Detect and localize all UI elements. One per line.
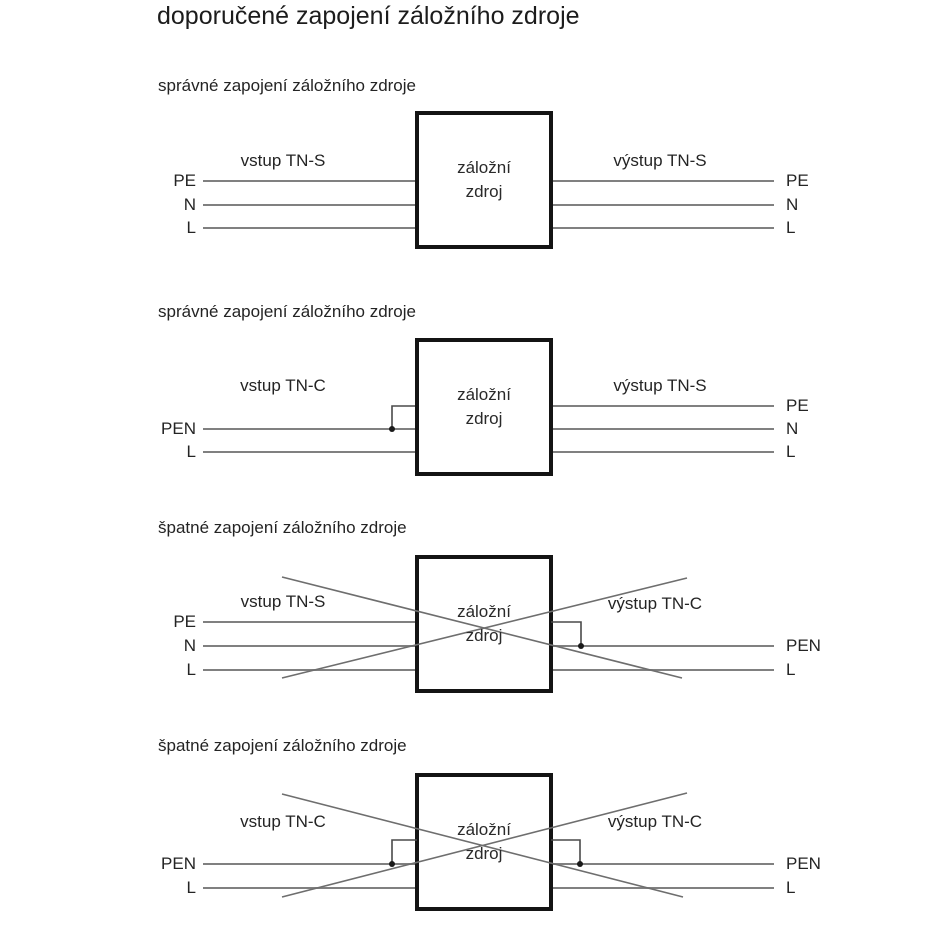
d2-junction-dot xyxy=(389,426,395,432)
d2-box-label: záložní zdroj xyxy=(417,383,551,431)
d1-box-label-line1: záložní xyxy=(457,158,511,177)
d3-output-label: výstup TN-C xyxy=(607,594,703,613)
diagram3-graphics xyxy=(203,555,774,693)
d3-right-pen-label: PEN xyxy=(786,636,821,655)
d4-backup-source-box xyxy=(415,773,553,911)
d1-backup-source-box xyxy=(415,111,553,249)
d3-cross-line-1 xyxy=(281,576,683,679)
d2-box-label-line1: záložní xyxy=(457,385,511,404)
d4-box-label-line1: záložní xyxy=(457,820,511,839)
d3-left-n-label: N xyxy=(183,636,196,655)
d4-cross-line-2 xyxy=(281,792,688,898)
d2-right-pe-label: PE xyxy=(786,396,809,415)
d3-junction-dot xyxy=(578,643,584,649)
d4-heading: špatné zapojení záložního zdroje xyxy=(158,736,407,755)
d3-box-label-line1: záložní xyxy=(457,602,511,621)
page-title: doporučené zapojení záložního zdroje xyxy=(157,2,580,30)
d3-backup-source-box xyxy=(415,555,553,693)
d4-right-l-label: L xyxy=(786,878,796,897)
diagram1-graphics xyxy=(203,111,774,249)
d4-left-pen-label: PEN xyxy=(161,854,196,873)
d4-box-label: záložní zdroj xyxy=(417,818,551,866)
d3-heading: špatné zapojení záložního zdroje xyxy=(158,518,407,537)
d3-box-label: záložní zdroj xyxy=(417,600,551,648)
d3-cross-line-2 xyxy=(281,577,688,679)
d4-pen-branch-right xyxy=(551,839,581,864)
d4-output-label: výstup TN-C xyxy=(607,812,703,831)
d2-right-l-label: L xyxy=(786,442,796,461)
d2-input-label: vstup TN-C xyxy=(240,376,326,395)
d4-input-label: vstup TN-C xyxy=(240,812,326,831)
d2-left-l-label: L xyxy=(186,442,196,461)
d4-left-l-label: L xyxy=(186,878,196,897)
d3-right-l-label: L xyxy=(786,660,796,679)
d2-pen-to-pe-branch xyxy=(391,405,417,429)
d2-box-label-line2: zdroj xyxy=(465,409,503,428)
d1-left-l-label: L xyxy=(186,218,196,237)
d2-heading: správné zapojení záložního zdroje xyxy=(158,302,416,321)
d3-left-l-label: L xyxy=(186,660,196,679)
d2-backup-source-box xyxy=(415,338,553,476)
d1-heading: správné zapojení záložního zdroje xyxy=(158,76,416,95)
d3-input-label: vstup TN-S xyxy=(240,592,326,611)
d1-right-n-label: N xyxy=(786,195,799,214)
diagram2-graphics xyxy=(203,338,774,476)
d2-output-label: výstup TN-S xyxy=(613,376,707,395)
d4-pen-branch-left xyxy=(391,839,417,864)
d1-left-n-label: N xyxy=(183,195,196,214)
d4-box-label-line2: zdroj xyxy=(465,844,503,863)
d4-junction-dot-left xyxy=(389,861,395,867)
d4-right-pen-label: PEN xyxy=(786,854,821,873)
d1-right-l-label: L xyxy=(786,218,796,237)
d2-right-n-label: N xyxy=(786,419,799,438)
d1-box-label-line2: zdroj xyxy=(465,182,503,201)
d1-left-pe-label: PE xyxy=(173,171,196,190)
diagram4-graphics xyxy=(203,773,774,911)
d1-box-label: záložní zdroj xyxy=(417,156,551,204)
d1-right-pe-label: PE xyxy=(786,171,809,190)
d1-output-label: výstup TN-S xyxy=(613,151,707,170)
d2-left-pen-label: PEN xyxy=(161,419,196,438)
d4-junction-dot-right xyxy=(577,861,583,867)
d3-left-pe-label: PE xyxy=(173,612,196,631)
d1-input-label: vstup TN-S xyxy=(240,151,326,170)
d3-pe-to-pen-branch xyxy=(551,621,582,646)
d3-box-label-line2: zdroj xyxy=(465,626,503,645)
